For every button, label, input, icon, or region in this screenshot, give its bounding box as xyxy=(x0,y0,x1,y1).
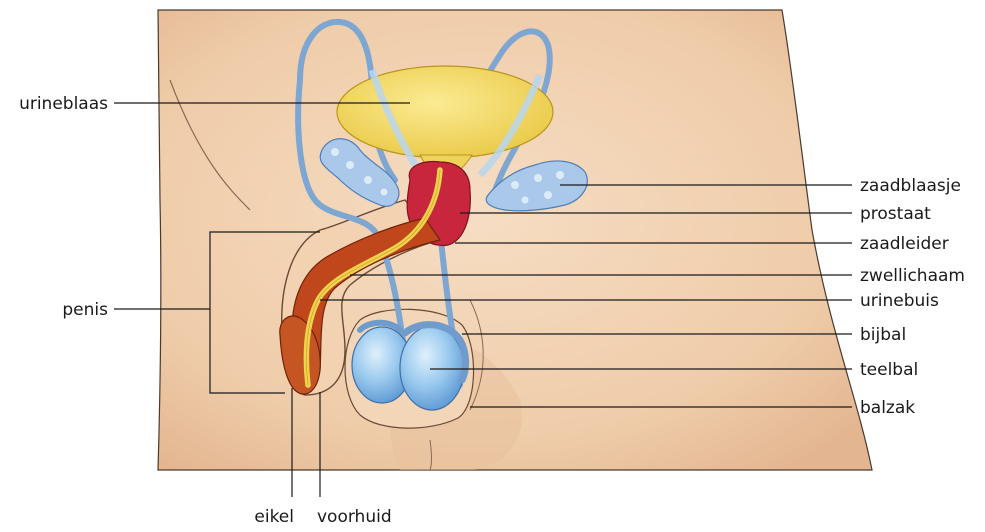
label-prostate: prostaat xyxy=(860,204,931,224)
label-penis: penis xyxy=(62,300,108,320)
label-glans: eikel xyxy=(254,507,294,527)
label-epididymis: bijbal xyxy=(860,325,906,345)
label-seminal-vesicle: zaadblaasje xyxy=(860,176,961,196)
label-urethra: urinebuis xyxy=(860,291,939,311)
label-vas-deferens: zaadleider xyxy=(860,234,949,254)
label-scrotum: balzak xyxy=(860,398,915,418)
label-erectile-tissue: zwellichaam xyxy=(860,266,965,286)
label-testis: teelbal xyxy=(860,360,918,380)
label-bladder: urineblaas xyxy=(19,94,108,114)
label-foreskin: voorhuid xyxy=(317,507,392,527)
